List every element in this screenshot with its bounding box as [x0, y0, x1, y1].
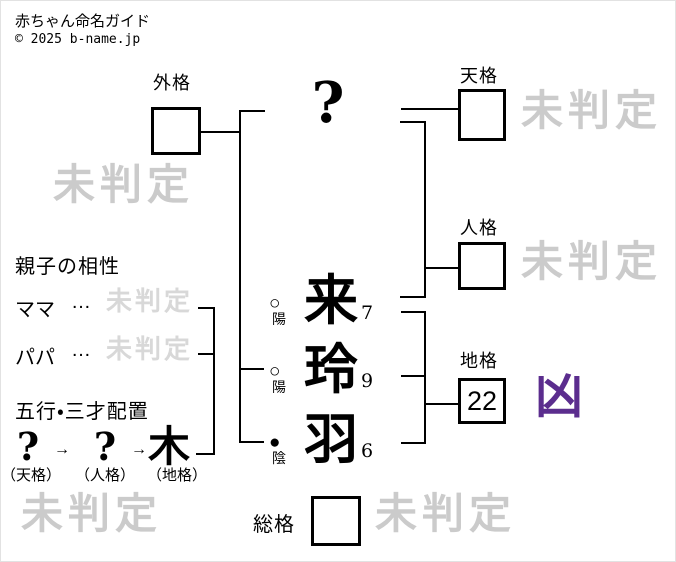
line-jinkaku-stub-bottom [400, 296, 426, 298]
line-chikaku-stub-middle [401, 375, 424, 377]
jinkaku-result-watermark: 未判定 [521, 237, 663, 286]
line-jinkaku-bracket-vertical [424, 121, 426, 298]
tenkaku-label: 天格 [460, 66, 498, 86]
line-chikaku-stub-top [401, 311, 426, 313]
soukaku-label: 総格 [253, 514, 295, 536]
jinkaku-value-box [458, 242, 506, 290]
line-jinkaku-stub-top [400, 121, 426, 123]
tenkaku-result-watermark: 未判定 [521, 86, 663, 135]
mama-result-watermark: 未判定 [106, 287, 194, 317]
ellipsis: … [71, 291, 91, 313]
yinyang-circle-icon: ○ [269, 361, 281, 382]
yinyang-circle-icon: ● [269, 432, 281, 453]
name-char: 来 [304, 268, 358, 332]
gogyou-caption-jinkaku: （人格） [75, 467, 136, 484]
gogyou-caption-chikaku: （地格） [147, 467, 208, 484]
chikaku-value-box: 22 [458, 378, 506, 424]
papa-result-watermark: 未判定 [106, 335, 194, 365]
line-chikaku-bracket-vertical [424, 311, 426, 444]
surname-placeholder: ? [311, 70, 345, 136]
line-compat-stub-papa [198, 353, 213, 355]
chikaku-result-kyou: 凶 [535, 369, 584, 425]
ellipsis: … [71, 339, 91, 361]
mama-label: ママ [15, 299, 55, 321]
soukaku-result-watermark: 未判定 [375, 489, 517, 538]
line-gaikaku-stub-char3 [241, 441, 264, 443]
arrow-right-icon: → [54, 441, 70, 458]
line-gaikaku-stub-char2 [241, 368, 264, 370]
polarity-label: 陽 [272, 379, 286, 395]
polarity-label: 陽 [272, 311, 286, 327]
name-char: 羽 [304, 407, 358, 471]
line-gaikaku-connector [200, 131, 240, 133]
line-compat-stub-chikaku-element [196, 453, 215, 455]
line-tenkaku-connector [401, 108, 458, 110]
papa-label: パパ [15, 347, 55, 369]
stroke-count: 7 [360, 302, 374, 324]
name-char: 玲 [304, 337, 358, 401]
line-compat-stub-mama [198, 307, 213, 309]
tenkaku-value-box [458, 89, 506, 141]
line-compat-bracket-vertical [213, 307, 215, 455]
yinyang-circle-icon: ○ [269, 293, 281, 314]
copyright-text: © 2025 b-name.jp [15, 32, 141, 47]
line-chikaku-output [426, 403, 458, 405]
gogyou-heading: 五行・三才配置 [15, 401, 149, 423]
stroke-count: 6 [360, 440, 374, 462]
stroke-count: 9 [360, 370, 374, 392]
chikaku-value: 22 [466, 385, 498, 416]
chikaku-label: 地格 [460, 351, 498, 371]
gaikaku-label: 外格 [153, 73, 191, 93]
compatibility-heading: 親子の相性 [15, 256, 120, 278]
gogyou-caption-tenkaku: （天格） [1, 467, 62, 484]
soukaku-value-box [311, 496, 361, 546]
gaikaku-value-box [151, 107, 201, 155]
line-gaikaku-stub-surname [241, 110, 265, 112]
gogyou-element-tenkaku: ? [16, 424, 40, 469]
arrow-right-icon: → [131, 441, 147, 458]
polarity-label: 陰 [272, 450, 286, 466]
gogyou-result-watermark: 未判定 [21, 489, 163, 538]
line-jinkaku-output [426, 267, 458, 269]
gaikaku-result-watermark: 未判定 [53, 160, 195, 209]
gogyou-element-jinkaku: ? [93, 424, 117, 469]
line-gaikaku-bracket-vertical [239, 110, 241, 443]
line-chikaku-stub-bottom [401, 442, 426, 444]
jinkaku-label: 人格 [460, 218, 498, 238]
page-title: 赤ちゃん命名ガイド [15, 13, 151, 30]
gogyou-element-chikaku: 木 [147, 422, 190, 471]
